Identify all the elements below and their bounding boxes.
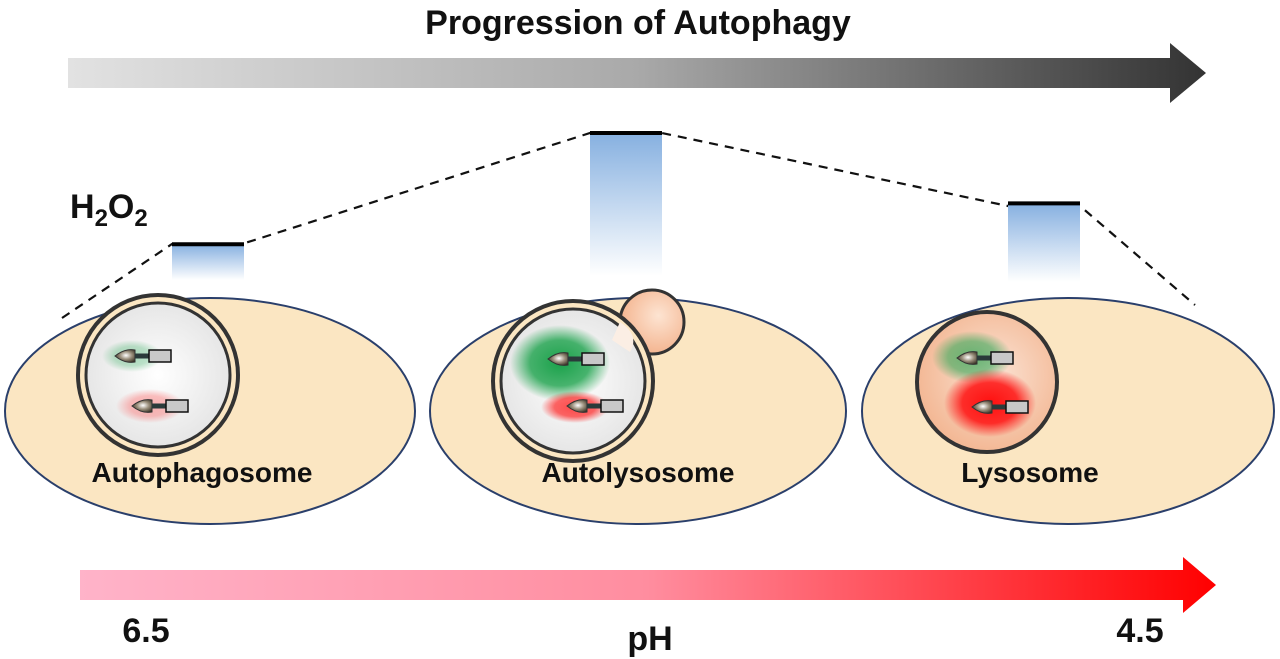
stage-label-autophagosome: Autophagosome <box>92 457 313 488</box>
stage-label-autolysosome: Autolysosome <box>542 457 735 488</box>
progression-arrow <box>68 43 1206 103</box>
title: Progression of Autophagy <box>425 4 851 42</box>
h2o2-label: H2O2 <box>70 188 148 232</box>
stage-label-lysosome: Lysosome <box>961 457 1098 488</box>
h2o2-bars <box>172 131 1080 282</box>
h2o2-bar-lysosome <box>1008 203 1080 282</box>
cell-autophagosome: Autophagosome <box>4 293 416 525</box>
ph-arrow <box>80 557 1216 613</box>
h2o2-bar-autophagosome <box>172 244 244 280</box>
ph-end-value: 4.5 <box>1116 612 1163 650</box>
ph-start-value: 6.5 <box>122 612 169 650</box>
cell-lysosome: Lysosome <box>861 297 1275 525</box>
h2o2-bar-autolysosome <box>590 133 662 276</box>
cell-autolysosome: Autolysosome <box>429 288 847 525</box>
autophagosome-inner-membrane <box>84 301 232 449</box>
ph-label: pH <box>627 620 672 658</box>
